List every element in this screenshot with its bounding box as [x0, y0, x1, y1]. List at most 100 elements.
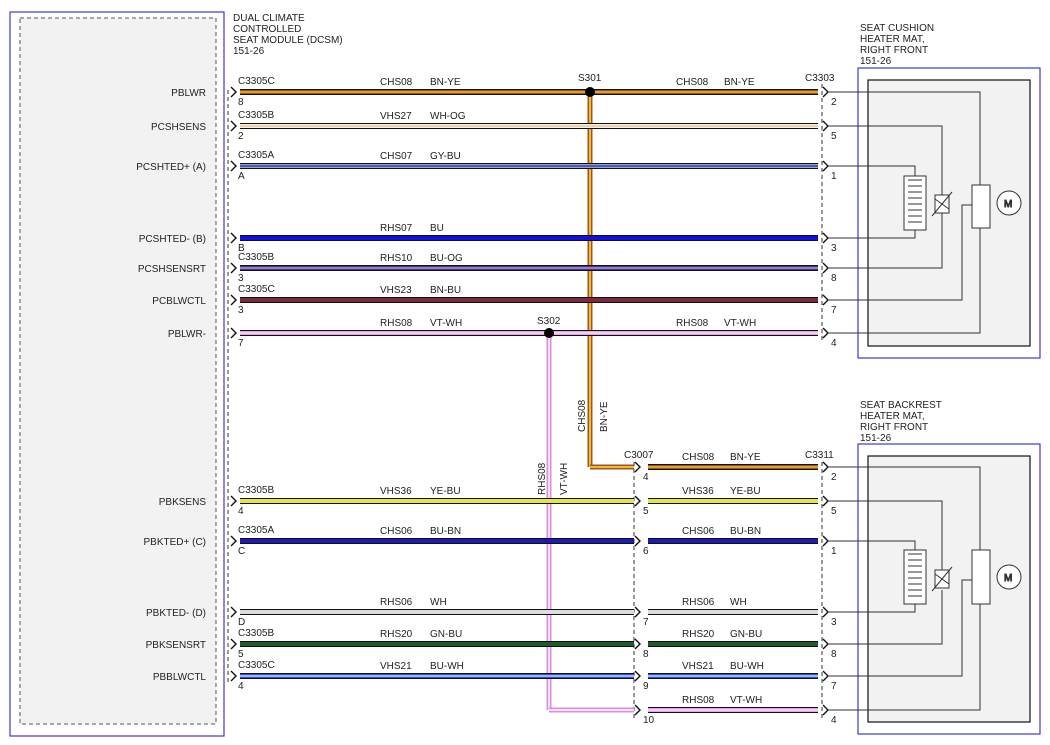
module-pin-arrow — [230, 670, 237, 682]
wire-color-label: WH-OG — [430, 111, 466, 122]
inline-cavity-label: 8 — [643, 649, 649, 660]
wire-color-label: BN-YE — [430, 77, 461, 88]
backrest-inner-box — [867, 455, 1031, 723]
end-cavity-label: 3 — [831, 617, 837, 628]
vertical-label-rhs08: RHS08 — [537, 462, 548, 495]
end-cavity-label: 8 — [831, 273, 837, 284]
wire-connector-label: C3305B — [238, 485, 274, 496]
end-pin-arrow — [822, 638, 829, 650]
wire-circuit-label: CHS08 — [380, 77, 413, 88]
s301-vertical-wire — [587, 92, 634, 470]
cushion-thermistor-icon — [931, 191, 953, 217]
wire-circuit-label: CHS06 — [380, 526, 413, 537]
wire-connector-label: C3305B — [238, 252, 274, 263]
wire-cavity-label: 2 — [238, 131, 244, 142]
wire-right-color-label: BU-WH — [730, 661, 764, 672]
end-cavity-label: 4 — [831, 715, 837, 726]
end-cavity-label: 7 — [831, 681, 837, 692]
s302-label: S302 — [537, 316, 561, 327]
wire-circuit-label: RHS06 — [380, 597, 413, 608]
end-pin-arrow — [822, 86, 829, 98]
backrest-blower-icon: M — [971, 549, 1022, 605]
backrest-feed-circuit-label: CHS08 — [682, 452, 715, 463]
wire-circuit-label: RHS10 — [380, 253, 413, 264]
end-pin-arrow — [822, 262, 829, 274]
cushion-motor-symbol: M — [1004, 199, 1012, 210]
wire-right-color-label: BN-YE — [724, 77, 755, 88]
backrest-title-1: SEAT BACKREST — [860, 400, 942, 411]
module-title-4: 151-26 — [233, 46, 265, 57]
end-cavity-label: 5 — [831, 506, 837, 517]
wire-cavity-label: A — [238, 171, 245, 182]
backrest-connector-label: C3311 — [805, 450, 834, 461]
wire-cavity-label: 3 — [238, 305, 244, 316]
end-cavity-label: 4 — [831, 338, 837, 349]
wire-cavity-label: 5 — [238, 649, 244, 660]
wire-circuit-label: RHS20 — [380, 629, 413, 640]
wire-color-label: WH — [430, 597, 447, 608]
wire-connector-label: C3305A — [238, 150, 274, 161]
vertical-label-vtwh: VT-WH — [559, 463, 570, 495]
inline-pin-arrow — [634, 670, 641, 682]
wire-right-color-label: YE-BU — [730, 486, 761, 497]
wire-cavity-label: 8 — [238, 97, 244, 108]
module-pin-label: PCBLWCTL — [152, 296, 206, 307]
wire-right-circuit-label: RHS08 — [676, 318, 709, 329]
cushion-title-3: RIGHT FRONT — [860, 45, 928, 56]
wire-circuit-label: VHS23 — [380, 285, 412, 296]
wire-color-label: BU — [430, 223, 444, 234]
module-pin-arrow — [230, 160, 237, 172]
module-pin-arrow — [230, 327, 237, 339]
module-pin-label: PCSHTED+ (A) — [136, 162, 206, 173]
cushion-blower-icon: M — [971, 184, 1022, 229]
wire-cavity-label: B — [238, 243, 245, 254]
backrest-internal-wiring — [828, 466, 981, 711]
wire-circuit-label: RHS07 — [380, 223, 413, 234]
wire-connector-label: C3305A — [238, 525, 274, 536]
wire-circuit-label: CHS07 — [380, 151, 413, 162]
backrest-title-2: HEATER MAT, — [860, 411, 925, 422]
module-pin-label: PCSHTED- (B) — [139, 234, 206, 245]
wire-cavity-label: 7 — [238, 338, 244, 349]
backrest-box — [857, 443, 1041, 735]
module-pin-arrow — [230, 86, 237, 98]
module-pin-arrow — [230, 262, 237, 274]
inline-pin-arrow — [634, 704, 641, 716]
module-pin-label: PBLWR- — [168, 329, 206, 340]
vertical-label-chs08: CHS08 — [577, 399, 588, 432]
cushion-connector-label: C3303 — [805, 73, 835, 84]
end-pin-arrow — [822, 160, 829, 172]
wire-color-label: BN-BU — [430, 285, 461, 296]
wire-right-color-label: WH — [730, 597, 747, 608]
module-pin-arrow — [230, 232, 237, 244]
end-pin-arrow — [822, 232, 829, 244]
end-pin-arrow — [822, 120, 829, 132]
inline-pin-arrow — [634, 638, 641, 650]
wire-right-circuit-label: CHS06 — [682, 526, 715, 537]
cushion-title-2: HEATER MAT, — [860, 34, 925, 45]
module-title-1: DUAL CLIMATE — [233, 13, 305, 24]
wire-right-circuit-label: VHS21 — [682, 661, 714, 672]
wire-color-label: BU-WH — [430, 661, 464, 672]
inline-cavity-label: 4 — [643, 472, 649, 483]
backrest-title-4: 151-26 — [860, 433, 892, 444]
module-pin-label: PBLWR — [171, 88, 206, 99]
module-pin-label: PCSHSENSRT — [138, 264, 206, 275]
end-pin-arrow — [822, 294, 829, 306]
cushion-title-4: 151-26 — [860, 56, 892, 67]
inline-cavity-label: 10 — [643, 715, 655, 726]
module-pin-label: PBKTED+ (C) — [143, 537, 206, 548]
wire-cavity-label: C — [238, 546, 245, 557]
backrest-feed-color-label: BN-YE — [730, 452, 761, 463]
end-pin-arrow — [822, 535, 829, 547]
module-pin-arrow — [230, 294, 237, 306]
end-cavity-label: 5 — [831, 131, 837, 142]
inline-connector-label: C3007 — [624, 450, 654, 461]
wire-connector-label: C3305C — [238, 660, 275, 671]
wire-color-label: BU-BN — [430, 526, 461, 537]
wire-right-color-label: VT-WH — [724, 318, 756, 329]
wire-cavity-label: D — [238, 617, 245, 628]
wire-connector-label: C3305B — [238, 628, 274, 639]
wire-color-label: VT-WH — [430, 318, 462, 329]
